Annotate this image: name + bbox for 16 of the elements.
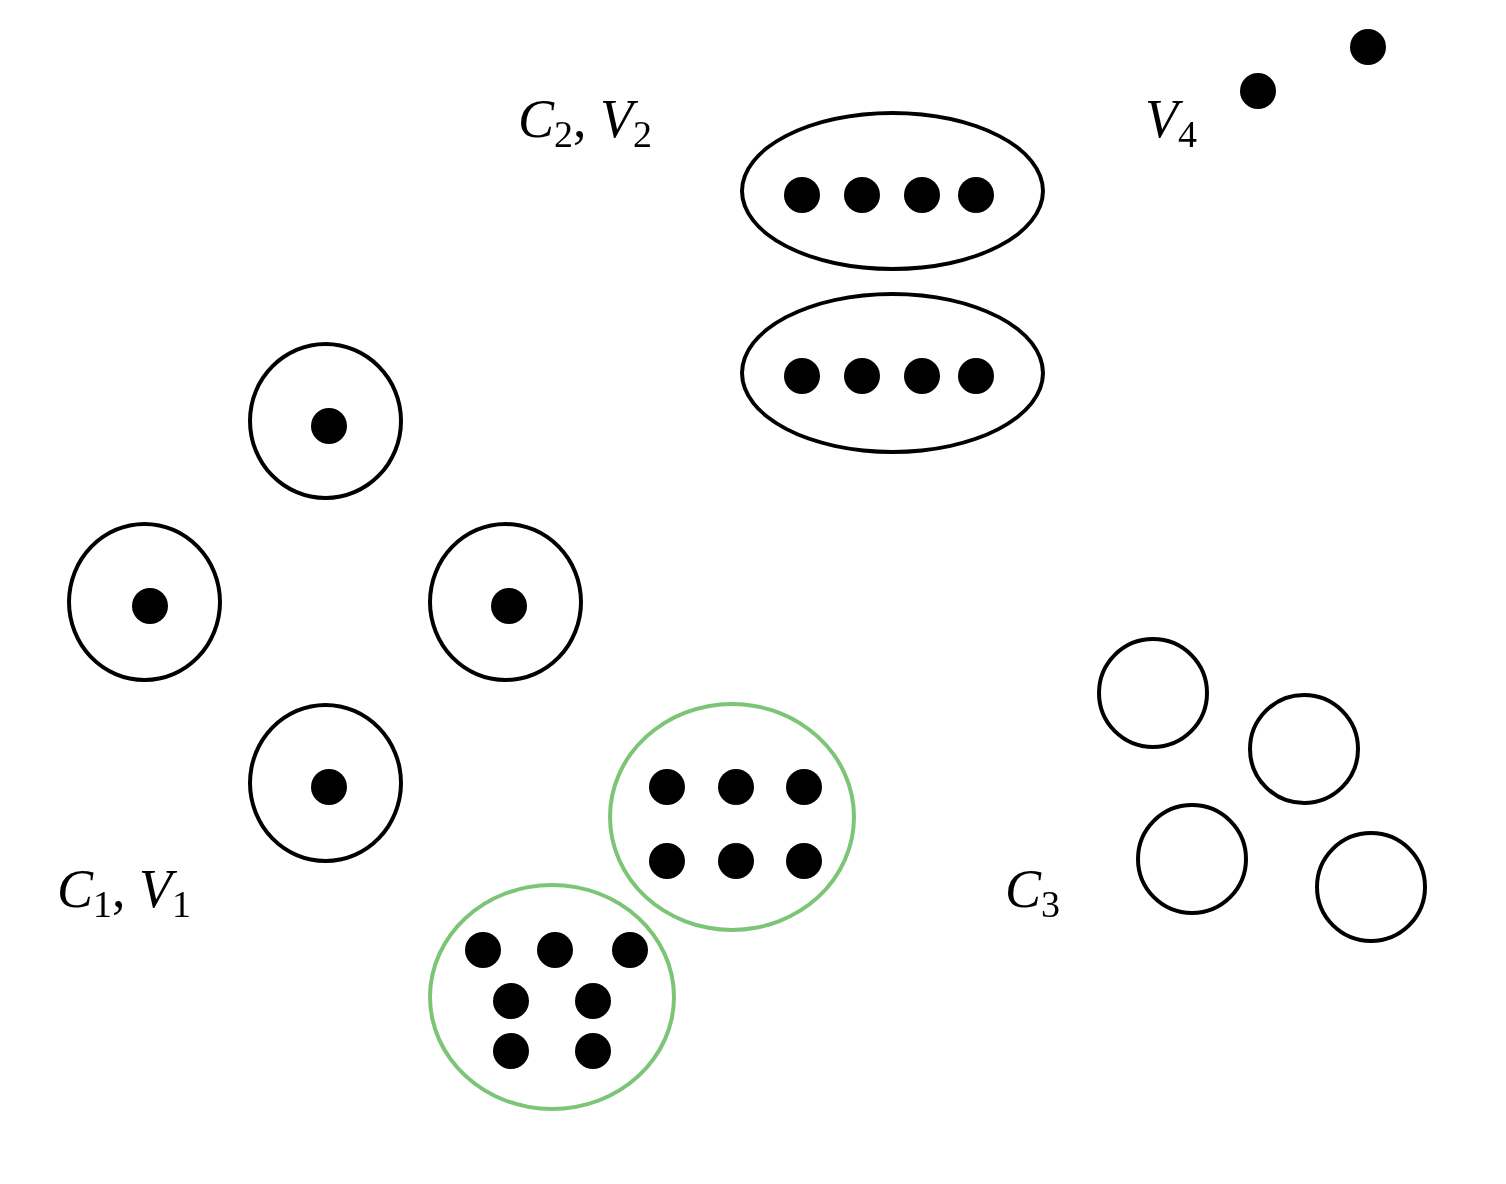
set-label: C$_{2}$, V$_{2}$ bbox=[518, 92, 653, 146]
circle-outline bbox=[428, 522, 583, 682]
set-label: C$_{3}$ bbox=[1005, 862, 1061, 916]
circle-outline bbox=[67, 522, 222, 682]
circle-outline bbox=[608, 702, 856, 932]
ellipse-outline bbox=[740, 292, 1045, 454]
circle-outline bbox=[1315, 831, 1427, 943]
circle-outline bbox=[1136, 803, 1248, 915]
set-label: C$_{1}$, V$_{1}$ bbox=[57, 862, 192, 916]
circle-outline bbox=[1248, 693, 1360, 805]
set-label: V$_{4}$ bbox=[1145, 92, 1197, 146]
circle-outline bbox=[428, 883, 676, 1111]
ellipse-outline bbox=[740, 111, 1045, 271]
circle-outline bbox=[248, 342, 403, 500]
circle-outline bbox=[1097, 637, 1209, 749]
circle-outline bbox=[248, 703, 403, 863]
